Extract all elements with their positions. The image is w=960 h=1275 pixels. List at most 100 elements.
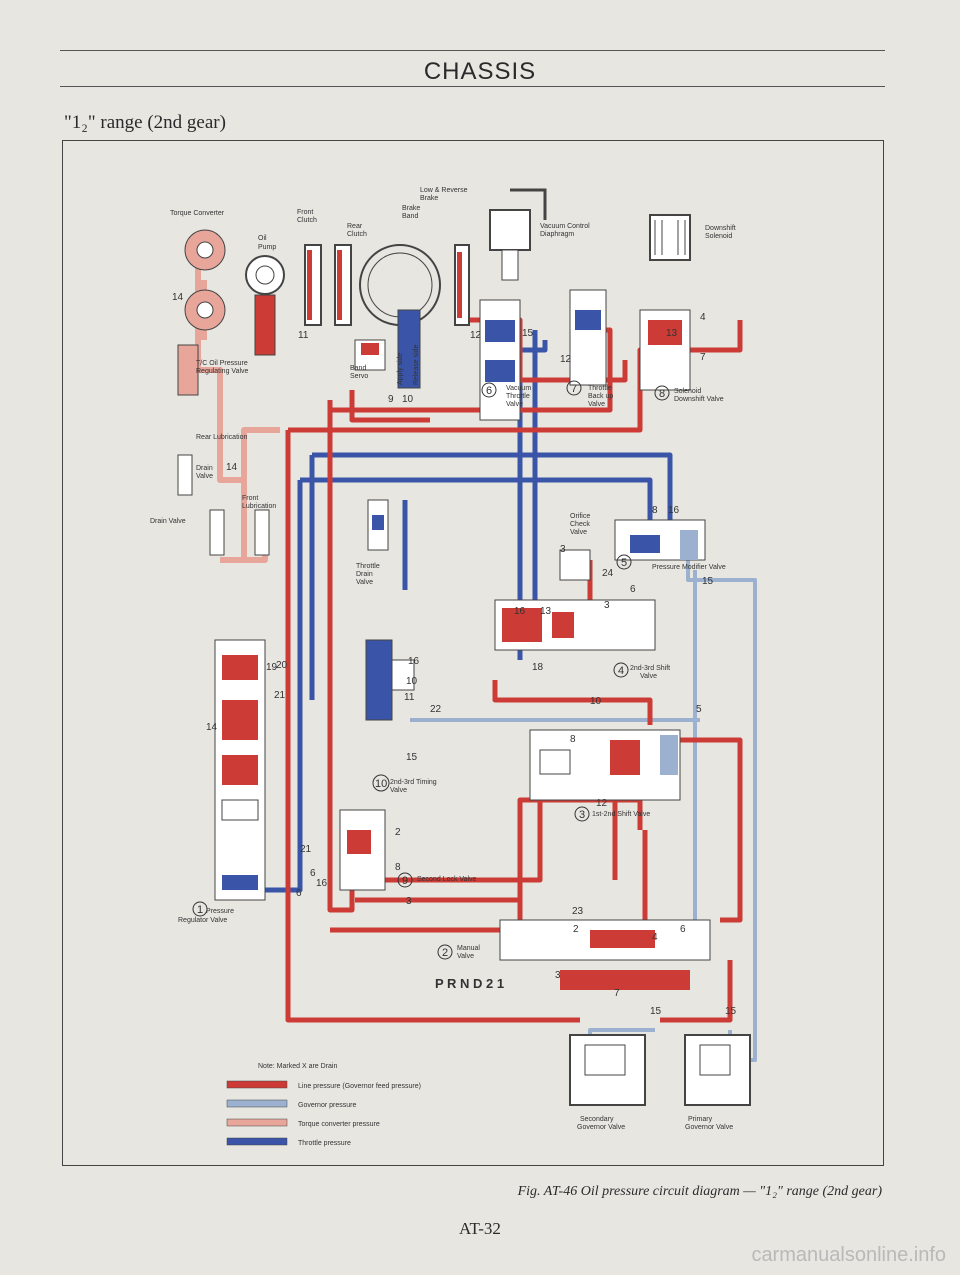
- svg-text:3: 3: [555, 970, 561, 981]
- svg-text:12: 12: [596, 798, 608, 809]
- svg-text:15: 15: [702, 576, 714, 587]
- rear-clutch: [334, 244, 352, 326]
- label-timing-23: 2nd-3rd Timing: [390, 779, 437, 786]
- vacuum-throttle-valve: [479, 299, 521, 421]
- svg-text:15: 15: [406, 752, 418, 763]
- drain-valve-2: [209, 509, 270, 556]
- label-orifice-check: Orifice: [570, 513, 590, 520]
- svg-text:6: 6: [630, 584, 636, 595]
- svg-text:19: 19: [266, 662, 278, 673]
- label-throttle-backup: Throttle: [588, 385, 612, 392]
- svg-text:15: 15: [650, 1006, 662, 1017]
- label-low-reverse: Low & Reverse: [420, 187, 468, 194]
- svg-text:2: 2: [395, 827, 401, 838]
- svg-text:13: 13: [540, 606, 552, 617]
- timing-valve-2nd-3rd: [365, 639, 415, 721]
- svg-text:5: 5: [621, 557, 627, 569]
- svg-text:11: 11: [298, 330, 309, 341]
- label-throttle-drain-2: Drain: [356, 571, 373, 578]
- svg-text:Throttle pressure: Throttle pressure: [298, 1140, 351, 1147]
- tc-oil-pressure-regulating-valve: [177, 344, 199, 396]
- port-numbers: 14 11 12 10 9 15 12 13 4 7 14 8 16 3 24 …: [172, 292, 737, 1017]
- legend-note: Note: Marked X are Drain: [258, 1063, 337, 1070]
- label-front-lubrication: Front: [242, 495, 258, 502]
- page-number: AT-32: [459, 1219, 501, 1238]
- marker-10: 10: [372, 774, 390, 792]
- header-rule-top: [60, 50, 885, 51]
- oil-pump: [245, 255, 285, 356]
- svg-text:14: 14: [226, 462, 238, 473]
- svg-text:6: 6: [296, 888, 302, 899]
- label-oil-pump-2: Pump: [258, 244, 276, 251]
- label-release-side: Release side: [413, 344, 420, 385]
- label-apply-side: Apply side: [397, 353, 404, 385]
- svg-text:4: 4: [652, 932, 658, 943]
- label-rear-clutch: Rear: [347, 223, 363, 230]
- shift-valve-1st-2nd: [529, 729, 681, 801]
- svg-text:6: 6: [486, 385, 492, 397]
- label-secondary-governor-2: Governor Valve: [577, 1124, 625, 1131]
- label-brake-band-2: Band: [402, 213, 418, 220]
- throttle-backup-valve: [569, 289, 607, 386]
- svg-text:12: 12: [560, 354, 572, 365]
- label-tc-regulating: T/C Oil Pressure: [196, 360, 248, 367]
- svg-text:18: 18: [532, 662, 544, 673]
- svg-text:9: 9: [402, 875, 408, 887]
- legend-item-governor-pressure: Governor pressure: [226, 1099, 356, 1109]
- throttle-drain-valve: [367, 499, 389, 551]
- label-shift-23: 2nd-3rd Shift: [630, 665, 670, 672]
- svg-text:7: 7: [571, 383, 577, 395]
- label-orifice-check-3: Valve: [570, 529, 587, 536]
- svg-text:15: 15: [522, 328, 534, 339]
- svg-text:5: 5: [696, 704, 702, 715]
- second-lock-valve: [339, 809, 386, 891]
- section-subtitle: "1₂" range (2nd gear): [64, 112, 226, 133]
- label-secondary-governor: Secondary: [580, 1116, 614, 1123]
- label-shift-23-2: Valve: [640, 673, 657, 680]
- label-torque-converter: Torque Converter: [170, 210, 225, 217]
- line-pressure-lines: [285, 317, 743, 1023]
- svg-text:3: 3: [579, 809, 585, 821]
- torque-converter: [184, 229, 226, 331]
- manual-valve: [499, 919, 711, 990]
- pressure-regulator-valve: [214, 639, 266, 901]
- label-band-servo-2: Servo: [350, 373, 368, 380]
- label-manual-valve: Manual: [457, 945, 480, 952]
- watermark: carmanualsonline.info: [751, 1244, 946, 1266]
- svg-text:12: 12: [470, 330, 482, 341]
- label-vacuum-throttle: Vacuum: [506, 385, 531, 392]
- label-downshift-solenoid-2: Solenoid: [705, 233, 732, 240]
- label-manual-valve-2: Valve: [457, 953, 474, 960]
- legend-item-throttle-pressure: Throttle pressure: [226, 1137, 351, 1147]
- downshift-solenoid: [649, 214, 691, 261]
- svg-text:24: 24: [602, 568, 614, 579]
- label-orifice-check-2: Check: [570, 521, 590, 528]
- svg-text:8: 8: [659, 388, 665, 400]
- label-tc-regulating-2: Regulating Valve: [196, 368, 249, 375]
- secondary-governor-valve: [569, 1034, 646, 1106]
- label-pressure-regulator-2: Regulator Valve: [178, 917, 227, 924]
- marker-9: 9: [397, 872, 413, 888]
- label-brake-band: Brake: [402, 205, 420, 212]
- marker-5: 5: [616, 554, 632, 570]
- label-downshift-solenoid: Downshift: [705, 225, 736, 232]
- svg-text:15: 15: [725, 1006, 737, 1017]
- pressure-modifier-valve: [614, 519, 706, 561]
- svg-text:16: 16: [668, 505, 680, 516]
- label-throttle-drain-3: Valve: [356, 579, 373, 586]
- svg-text:14: 14: [206, 722, 218, 733]
- label-vacuum-throttle-3: Valve: [506, 401, 523, 408]
- page-header: CHASSIS: [423, 58, 537, 85]
- marker-2: 2: [437, 944, 453, 960]
- svg-text:10: 10: [590, 696, 602, 707]
- label-vacuum-control: Vacuum Control: [540, 223, 590, 230]
- svg-text:23: 23: [572, 906, 584, 917]
- legend: Note: Marked X are Drain Line pressure (…: [226, 1063, 421, 1147]
- front-clutch: [304, 244, 322, 326]
- svg-text:2: 2: [442, 947, 448, 959]
- label-front-clutch: Front: [297, 209, 313, 216]
- label-drain-valve-2: Drain Valve: [150, 518, 186, 525]
- orifice-check-valve: [559, 549, 591, 581]
- label-rear-lubrication: Rear Lubrication: [196, 434, 247, 441]
- marker-3: 3: [574, 806, 590, 822]
